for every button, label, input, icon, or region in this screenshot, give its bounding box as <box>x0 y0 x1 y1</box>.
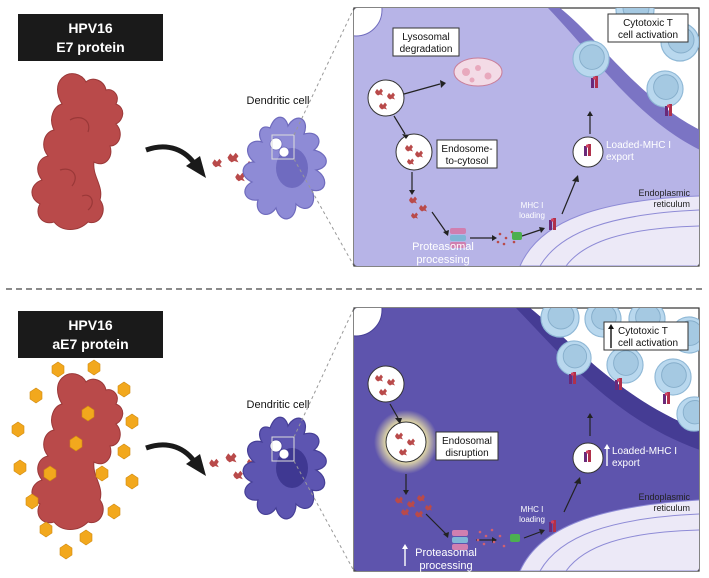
top-protein-title-box: HPV16 E7 protein <box>18 14 163 61</box>
bottom-er-line1: Endoplasmic <box>638 492 690 502</box>
bottom-proteasomal-line1: Proteasomal <box>415 547 477 559</box>
top-dendritic-cell <box>242 116 327 220</box>
top-endosome-2 <box>395 133 433 171</box>
bottom-export-line2: export <box>612 458 640 469</box>
top-proteasome <box>450 228 466 248</box>
bottom-protein-title-line1: HPV16 <box>68 317 113 333</box>
bottom-detail-panel: Endosomal disruption Cytotoxic T cell ac… <box>353 307 700 572</box>
bottom-uptake-arrow <box>145 442 199 466</box>
bottom-uptake-arrowhead <box>186 454 206 476</box>
svg-text:Endosome-: Endosome- <box>441 144 492 155</box>
e7-protein-texture <box>59 117 93 211</box>
top-dendritic-cell-label: Dendritic cell <box>247 95 310 107</box>
svg-text:Cytotoxic T: Cytotoxic T <box>623 18 673 29</box>
ae7-protein-structure <box>11 359 139 560</box>
top-detail-panel: Lysosomal degradation Endosome- to-cytos… <box>353 7 700 267</box>
top-uptake-arrow <box>145 144 199 168</box>
top-mhc-loading-line2: loading <box>519 211 545 220</box>
bottom-tcell-activation-label: Cytotoxic T cell activation <box>603 321 689 351</box>
bottom-mhc-loading-line2: loading <box>519 515 545 524</box>
bottom-dendritic-cell <box>242 416 327 520</box>
bottom-zoom-box <box>271 436 295 462</box>
bottom-export-line1: Loaded-MHC I <box>612 446 677 457</box>
bottom-peptides <box>476 528 506 548</box>
top-mhc-loading-line1: MHC I <box>521 201 544 210</box>
bottom-proteasomal-line2: processing <box>419 560 472 572</box>
top-pathway-arrowheads <box>402 80 593 241</box>
svg-text:degradation: degradation <box>400 44 453 55</box>
svg-text:Lysosomal: Lysosomal <box>402 32 449 43</box>
top-export-line2: export <box>606 152 634 163</box>
top-pathway-arrows <box>393 83 591 239</box>
bottom-protein-title-box: HPV16 aE7 protein <box>18 311 163 358</box>
top-proteasomal-line2: processing <box>416 254 469 266</box>
top-section: HPV16 E7 protein Dendritic cell <box>18 7 700 267</box>
bottom-mhc-loading-line1: MHC I <box>521 505 544 514</box>
top-peptides <box>496 230 516 246</box>
top-protein-title-line1: HPV16 <box>68 20 113 36</box>
top-lysosome <box>453 57 503 87</box>
svg-text:Endosomal: Endosomal <box>442 436 492 447</box>
top-zoom-line-lower <box>293 158 355 267</box>
top-er-line2: reticulum <box>653 199 690 209</box>
top-endosome-1 <box>367 79 405 117</box>
bottom-zoom-line-lower <box>293 460 355 572</box>
bottom-proteasome <box>452 530 468 550</box>
svg-text:cell activation: cell activation <box>618 30 678 41</box>
bottom-mhc-vesicle <box>572 442 604 474</box>
svg-text:disruption: disruption <box>445 448 488 459</box>
svg-text:Cytotoxic T: Cytotoxic T <box>618 326 668 337</box>
bottom-protein-title-line2: aE7 protein <box>52 336 128 352</box>
bottom-section: HPV16 aE7 protein <box>11 307 700 572</box>
bottom-zoom-line-upper <box>293 307 355 438</box>
bottom-dendritic-cell-label: Dendritic cell <box>247 399 310 411</box>
top-uptake-arrowhead <box>186 156 206 178</box>
bottom-endosome-disrupted <box>374 410 438 474</box>
bottom-endosome-1 <box>367 365 405 403</box>
top-endosome-to-cytosol-label: Endosome- to-cytosol <box>436 139 498 169</box>
top-mhc-vesicle <box>572 136 604 168</box>
top-mhc-loading-complex <box>512 218 556 240</box>
top-er-line1: Endoplasmic <box>638 188 690 198</box>
top-zoom-line-upper <box>293 7 355 136</box>
bottom-pathway-arrowheads <box>395 413 593 543</box>
top-lysosomal-label: Lysosomal degradation <box>392 27 460 57</box>
e7-protein-structure <box>31 73 124 230</box>
svg-text:to-cytosol: to-cytosol <box>446 156 489 167</box>
bottom-endosomal-disruption-label: Endosomal disruption <box>435 431 499 461</box>
top-export-line1: Loaded-MHC I <box>606 140 671 151</box>
top-protein-title-line2: E7 protein <box>56 39 124 55</box>
top-tcell-activation-label: Cytotoxic T cell activation <box>607 13 689 43</box>
top-zoom-box <box>271 134 295 160</box>
bottom-mhc-loading-complex <box>510 520 556 542</box>
svg-text:cell activation: cell activation <box>618 338 678 349</box>
bottom-pathway-arrows <box>389 403 591 541</box>
top-proteasomal-line1: Proteasomal <box>412 241 474 253</box>
ae7-hexagon-shell <box>11 359 139 560</box>
bottom-er-line2: reticulum <box>653 503 690 513</box>
